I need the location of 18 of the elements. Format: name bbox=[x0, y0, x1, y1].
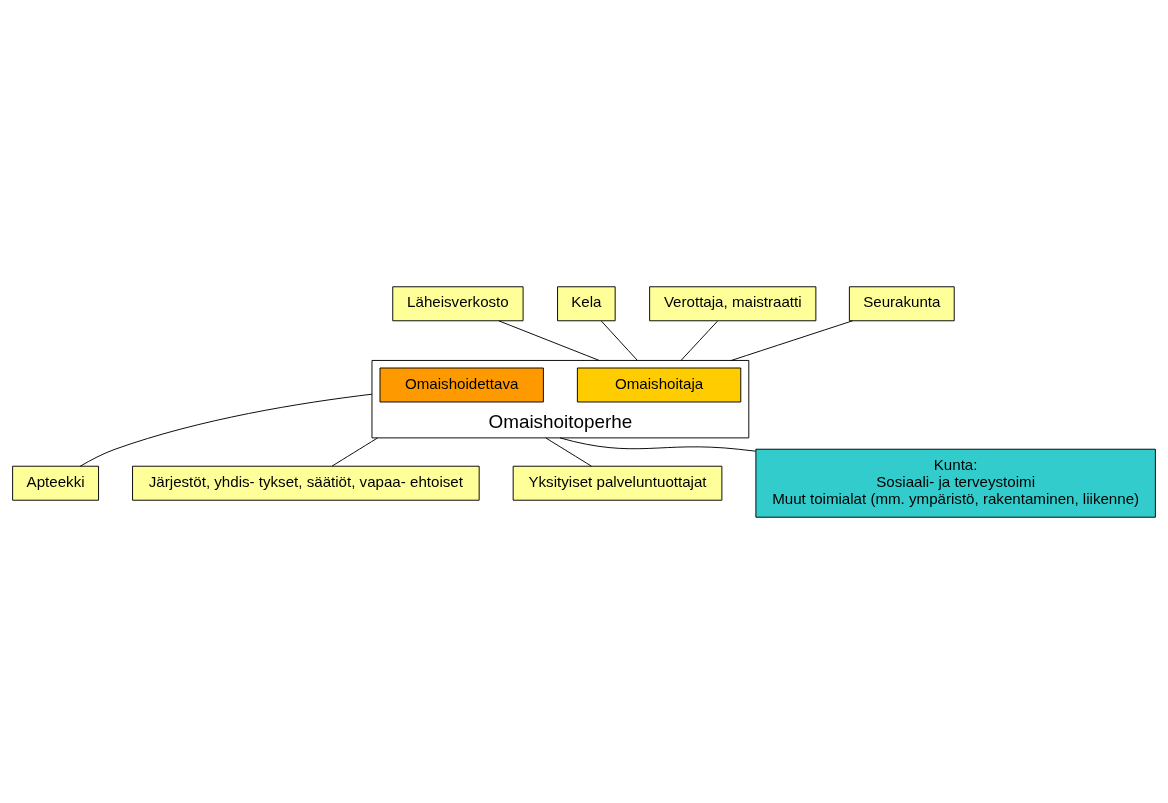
connector bbox=[600, 320, 638, 361]
connector bbox=[545, 436, 592, 467]
node-box: Yksityiset palveluntuottajat bbox=[512, 465, 723, 501]
node-box: Omaishoidettava bbox=[379, 367, 544, 402]
node-box: Apteekki bbox=[12, 465, 100, 501]
connector bbox=[498, 319, 600, 361]
connector bbox=[79, 393, 373, 467]
node-box: Seurakunta bbox=[848, 285, 955, 321]
connector bbox=[331, 436, 379, 467]
connector bbox=[680, 320, 718, 361]
connector bbox=[559, 436, 757, 452]
node-box: Läheisverkosto bbox=[392, 285, 524, 321]
connector bbox=[730, 319, 853, 361]
node-box: Järjestöt, yhdis- tykset, säätiöt, vapaa- ehtoiset bbox=[132, 465, 480, 501]
node-box: Kela bbox=[557, 285, 616, 321]
node-box: Kunta: Sosiaali- ja terveystoimi Muut toimialat (mm. ympäristö, rakentaminen, liikenne) bbox=[755, 448, 1156, 518]
node-box: Omaishoitaja bbox=[576, 367, 742, 402]
node-box: Verottaja, maistraatti bbox=[649, 285, 817, 321]
